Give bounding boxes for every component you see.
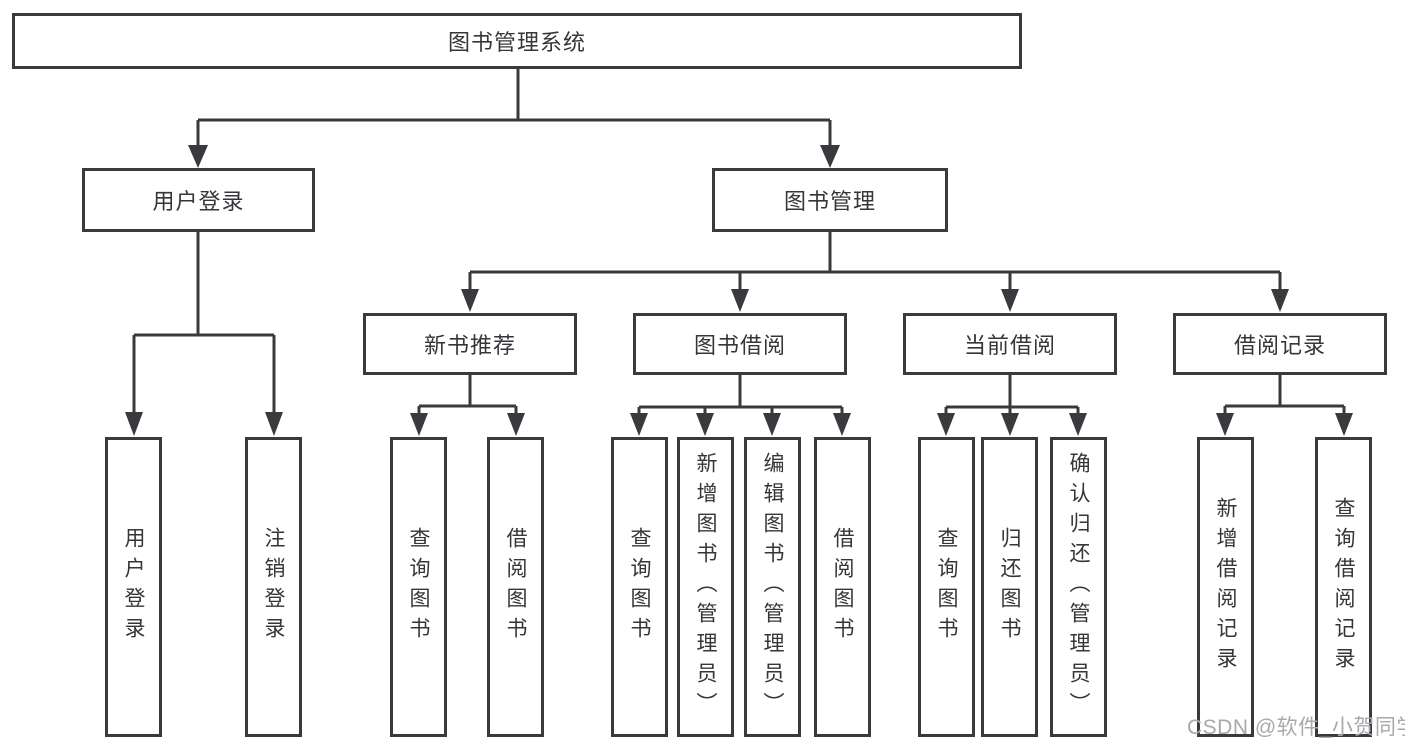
node-root: 图书管理系统 [12, 13, 1022, 69]
node-label: 注销登录 [262, 527, 285, 647]
node-borrow-records: 借阅记录 [1173, 313, 1387, 375]
node-login-user-login: 用户登录 [105, 437, 162, 737]
node-user-login: 用户登录 [82, 168, 315, 232]
connector-root-to-level2 [188, 69, 840, 168]
connector-current-branch [937, 375, 1087, 436]
node-borrow-query-books: 查询图书 [611, 437, 668, 737]
node-label: 新增借阅记录 [1214, 497, 1237, 677]
connector-recommend-branch [410, 375, 525, 436]
connector-records-branch [1216, 375, 1353, 436]
node-book-management: 图书管理 [712, 168, 948, 232]
node-label: 归还图书 [998, 527, 1021, 647]
node-label: 用户登录 [122, 527, 145, 647]
node-label: 查询图书 [628, 527, 651, 647]
connector-book-management-branch [461, 232, 1289, 312]
node-records-add-record: 新增借阅记录 [1197, 437, 1254, 737]
node-label: 确认归还（管理员） [1067, 452, 1090, 722]
node-borrow-edit-books-admin: 编辑图书（管理员） [744, 437, 801, 737]
node-current-query-books: 查询图书 [918, 437, 975, 737]
node-login-logout: 注销登录 [245, 437, 302, 737]
node-label: 查询图书 [407, 527, 430, 647]
connector-borrow-branch [630, 375, 851, 436]
node-recommend-borrow-books: 借阅图书 [487, 437, 544, 737]
node-borrow-add-books-admin: 新增图书（管理员） [677, 437, 734, 737]
node-book-borrow: 图书借阅 [633, 313, 847, 375]
connector-user-login-branch [125, 232, 283, 436]
node-borrow-borrow-books: 借阅图书 [814, 437, 871, 737]
node-current-return-books: 归还图书 [981, 437, 1038, 737]
node-label: 编辑图书（管理员） [761, 452, 784, 722]
node-new-book-recommend: 新书推荐 [363, 313, 577, 375]
node-records-query-record: 查询借阅记录 [1315, 437, 1372, 737]
node-label: 查询图书 [935, 527, 958, 647]
node-label: 查询借阅记录 [1332, 497, 1355, 677]
watermark: CSDN @软件_小贺同学 [1187, 716, 1405, 739]
node-current-confirm-return-admin: 确认归还（管理员） [1050, 437, 1107, 737]
node-label: 借阅图书 [831, 527, 854, 647]
node-current-borrow: 当前借阅 [903, 313, 1117, 375]
node-label: 借阅图书 [504, 527, 527, 647]
node-recommend-query-books: 查询图书 [390, 437, 447, 737]
node-label: 新增图书（管理员） [694, 452, 717, 722]
